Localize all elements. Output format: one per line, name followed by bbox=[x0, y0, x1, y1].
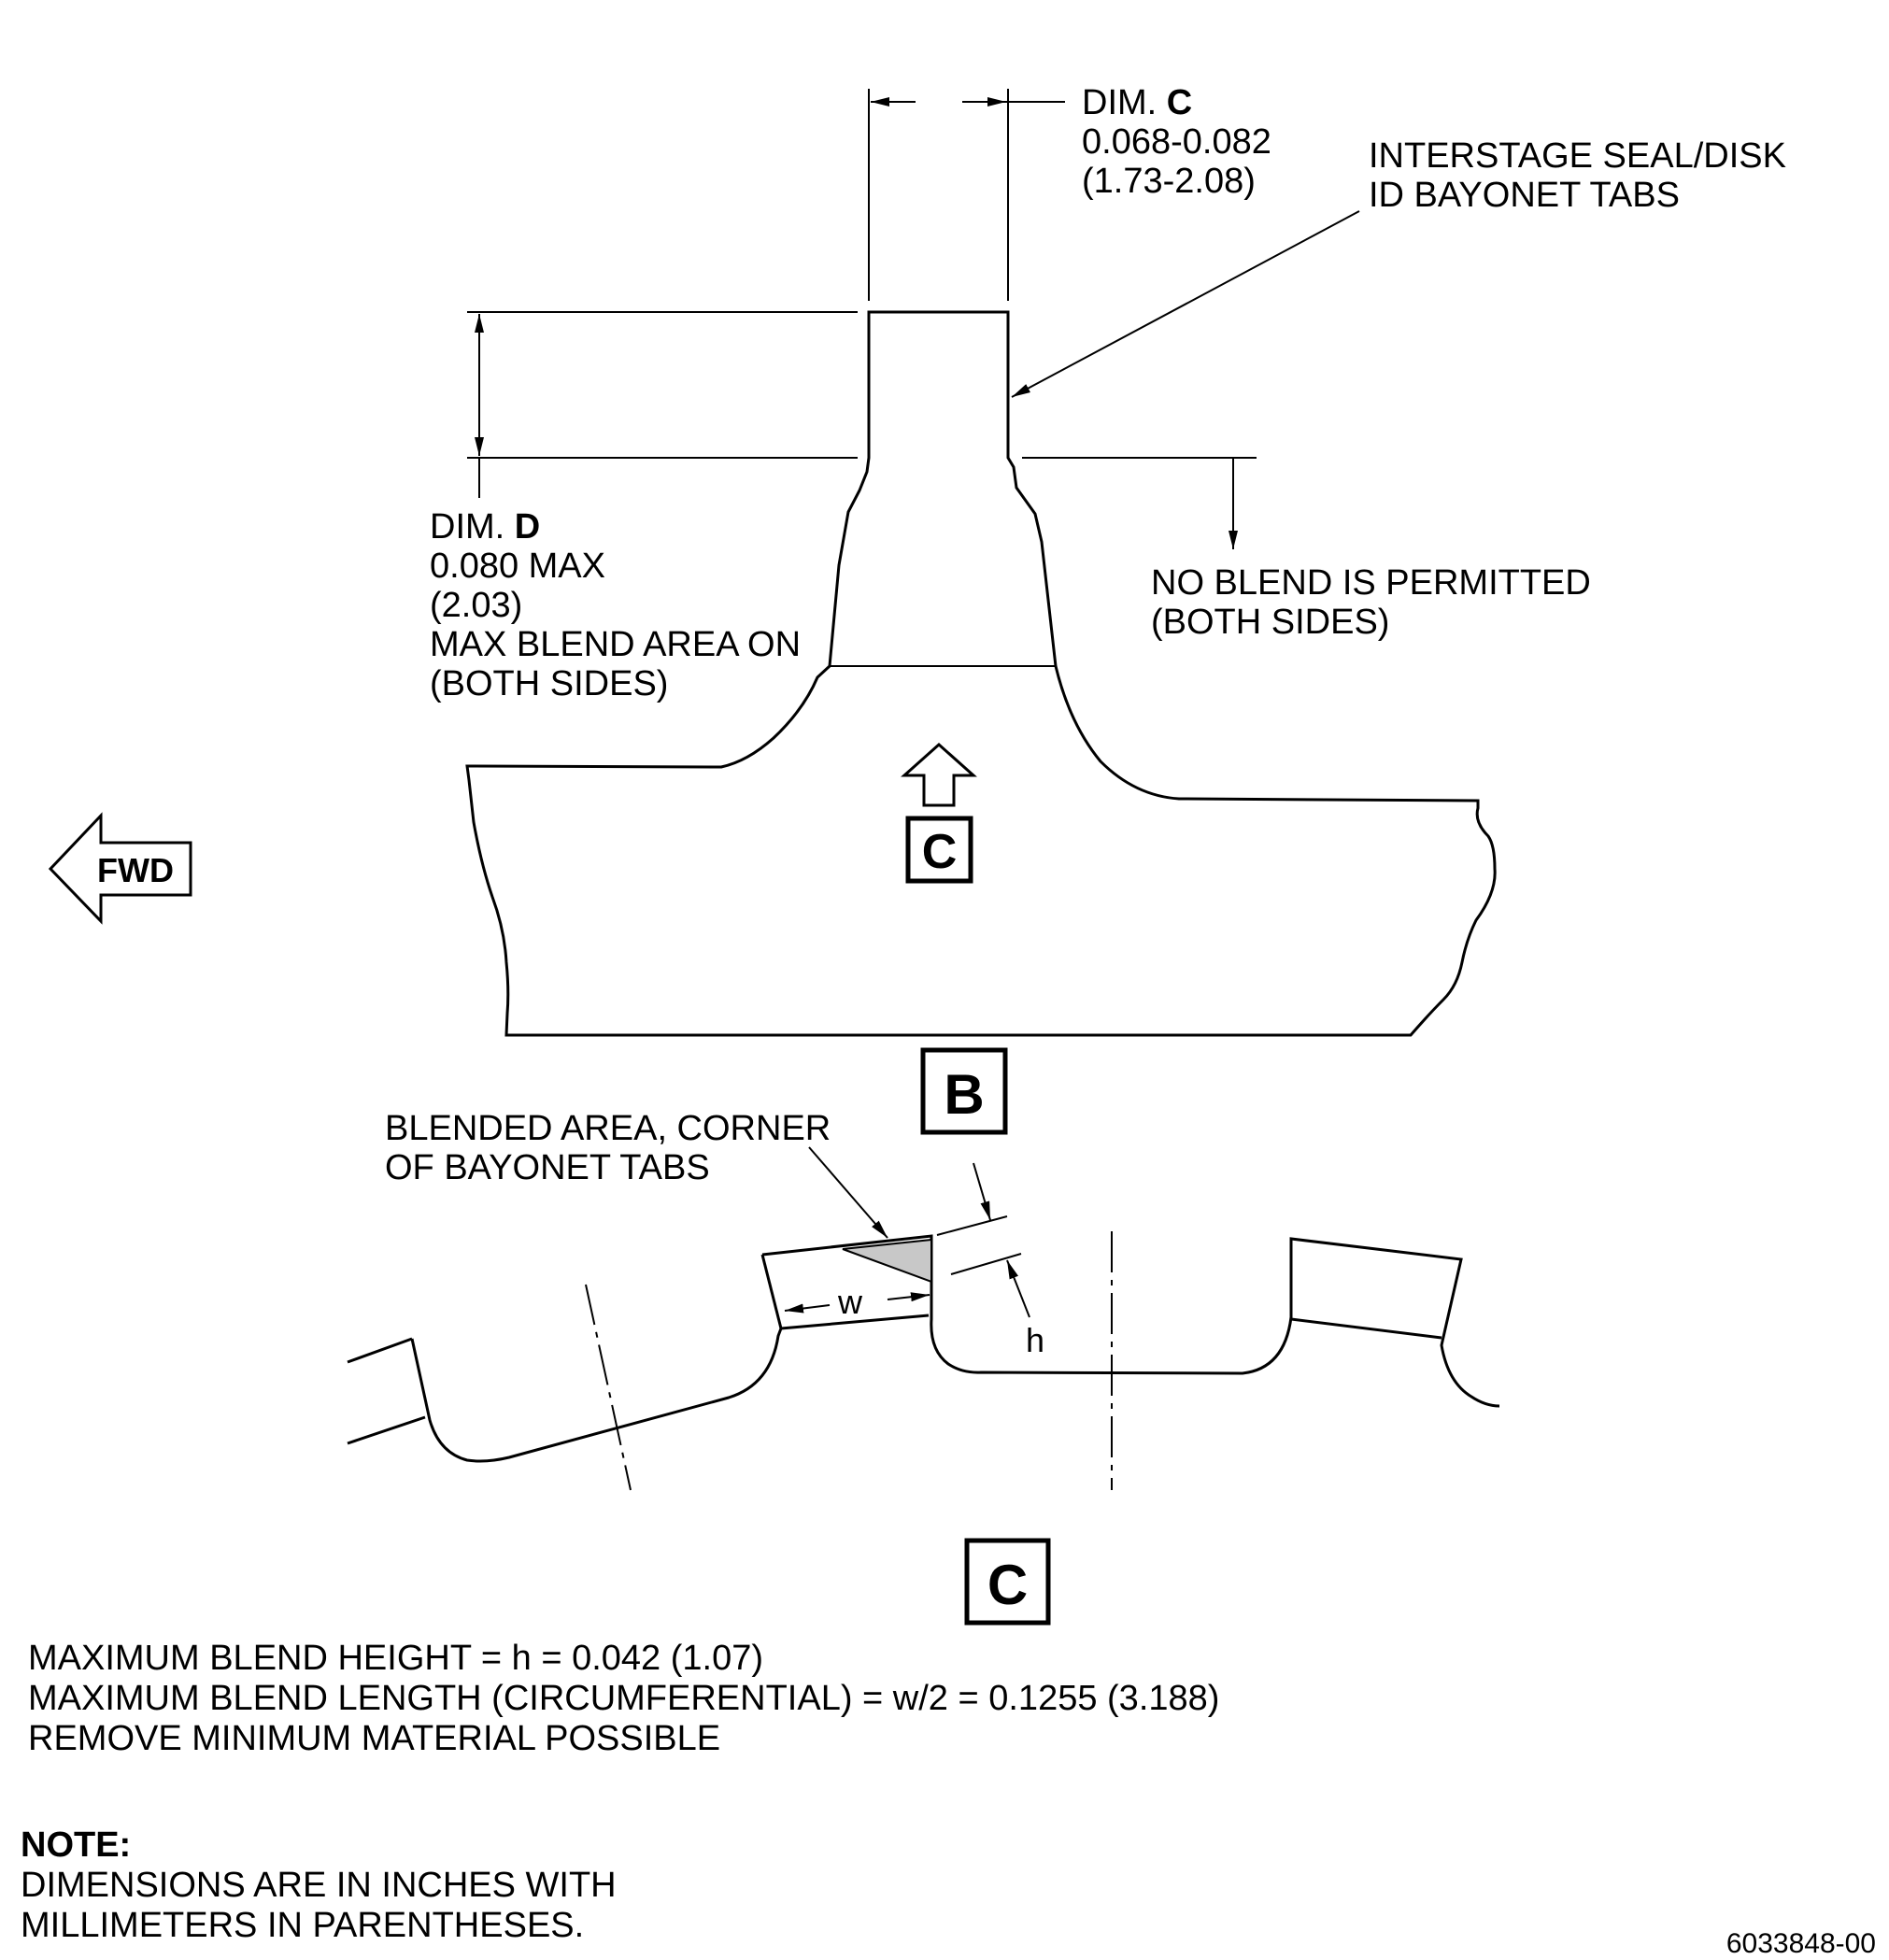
view-direction-arrow bbox=[901, 742, 977, 807]
dim-d-label: DIM. D bbox=[430, 507, 540, 547]
view-b-label: B bbox=[944, 1063, 984, 1126]
no-blend-line1: NO BLEND IS PERMITTED bbox=[1151, 563, 1591, 603]
formula-blend-length: MAXIMUM BLEND LENGTH (CIRCUMFERENTIAL) =… bbox=[28, 1679, 1219, 1718]
tabs-label-line1: INTERSTAGE SEAL/DISK bbox=[1369, 136, 1786, 176]
h-extension-bottom bbox=[950, 1253, 1022, 1275]
dim-d-blend-area: MAX BLEND AREA ON bbox=[430, 625, 801, 664]
dim-d-dimension bbox=[467, 311, 858, 498]
view-b-label-box bbox=[920, 1047, 1008, 1135]
w-dimension-right bbox=[887, 1292, 930, 1302]
note-heading: NOTE: bbox=[21, 1825, 131, 1865]
center-line-left bbox=[585, 1284, 632, 1491]
blended-area-leader bbox=[808, 1146, 888, 1239]
h-arrow-top bbox=[973, 1162, 991, 1221]
view-b-profile bbox=[465, 310, 1497, 1037]
fwd-arrow bbox=[48, 812, 192, 925]
blended-area-line1: BLENDED AREA, CORNER bbox=[385, 1109, 831, 1148]
h-label: h bbox=[1026, 1321, 1044, 1359]
dim-c-dimension bbox=[868, 89, 1065, 301]
w-dimension-left bbox=[784, 1303, 831, 1314]
dim-d-value-inches: 0.080 MAX bbox=[430, 547, 605, 586]
formula-remove-material: REMOVE MINIMUM MATERIAL POSSIBLE bbox=[28, 1719, 720, 1758]
tabs-label-line2: ID BAYONET TABS bbox=[1369, 176, 1680, 215]
formula-blend-height: MAXIMUM BLEND HEIGHT = h = 0.042 (1.07) bbox=[28, 1639, 763, 1678]
figure-number: 6033848-00 bbox=[1726, 1928, 1876, 1959]
view-c-label: C bbox=[987, 1554, 1028, 1616]
h-extension-top bbox=[936, 1215, 1008, 1236]
blended-area-shading bbox=[842, 1238, 932, 1284]
no-blend-line2: (BOTH SIDES) bbox=[1151, 603, 1389, 642]
note-line1: DIMENSIONS ARE IN INCHES WITH bbox=[21, 1866, 617, 1905]
note-line2: MILLIMETERS IN PARENTHESES. bbox=[21, 1906, 584, 1945]
dim-d-both-sides: (BOTH SIDES) bbox=[430, 664, 668, 703]
dim-d-value-mm: (2.03) bbox=[430, 586, 522, 625]
blended-area-line2: OF BAYONET TABS bbox=[385, 1148, 710, 1187]
dim-c-value-mm: (1.73-2.08) bbox=[1082, 162, 1256, 201]
fwd-label: FWD bbox=[97, 851, 174, 889]
view-c-marker: C bbox=[922, 825, 958, 879]
view-c-profile bbox=[347, 1234, 1500, 1463]
dim-c-label: DIM. C bbox=[1082, 83, 1192, 122]
view-c-marker-box bbox=[905, 816, 973, 884]
tabs-leader bbox=[1011, 210, 1360, 398]
view-c-label-box bbox=[964, 1538, 1051, 1626]
dim-c-value-inches: 0.068-0.082 bbox=[1082, 122, 1271, 162]
w-label: w bbox=[837, 1283, 863, 1321]
h-arrow-bottom bbox=[1006, 1259, 1030, 1318]
